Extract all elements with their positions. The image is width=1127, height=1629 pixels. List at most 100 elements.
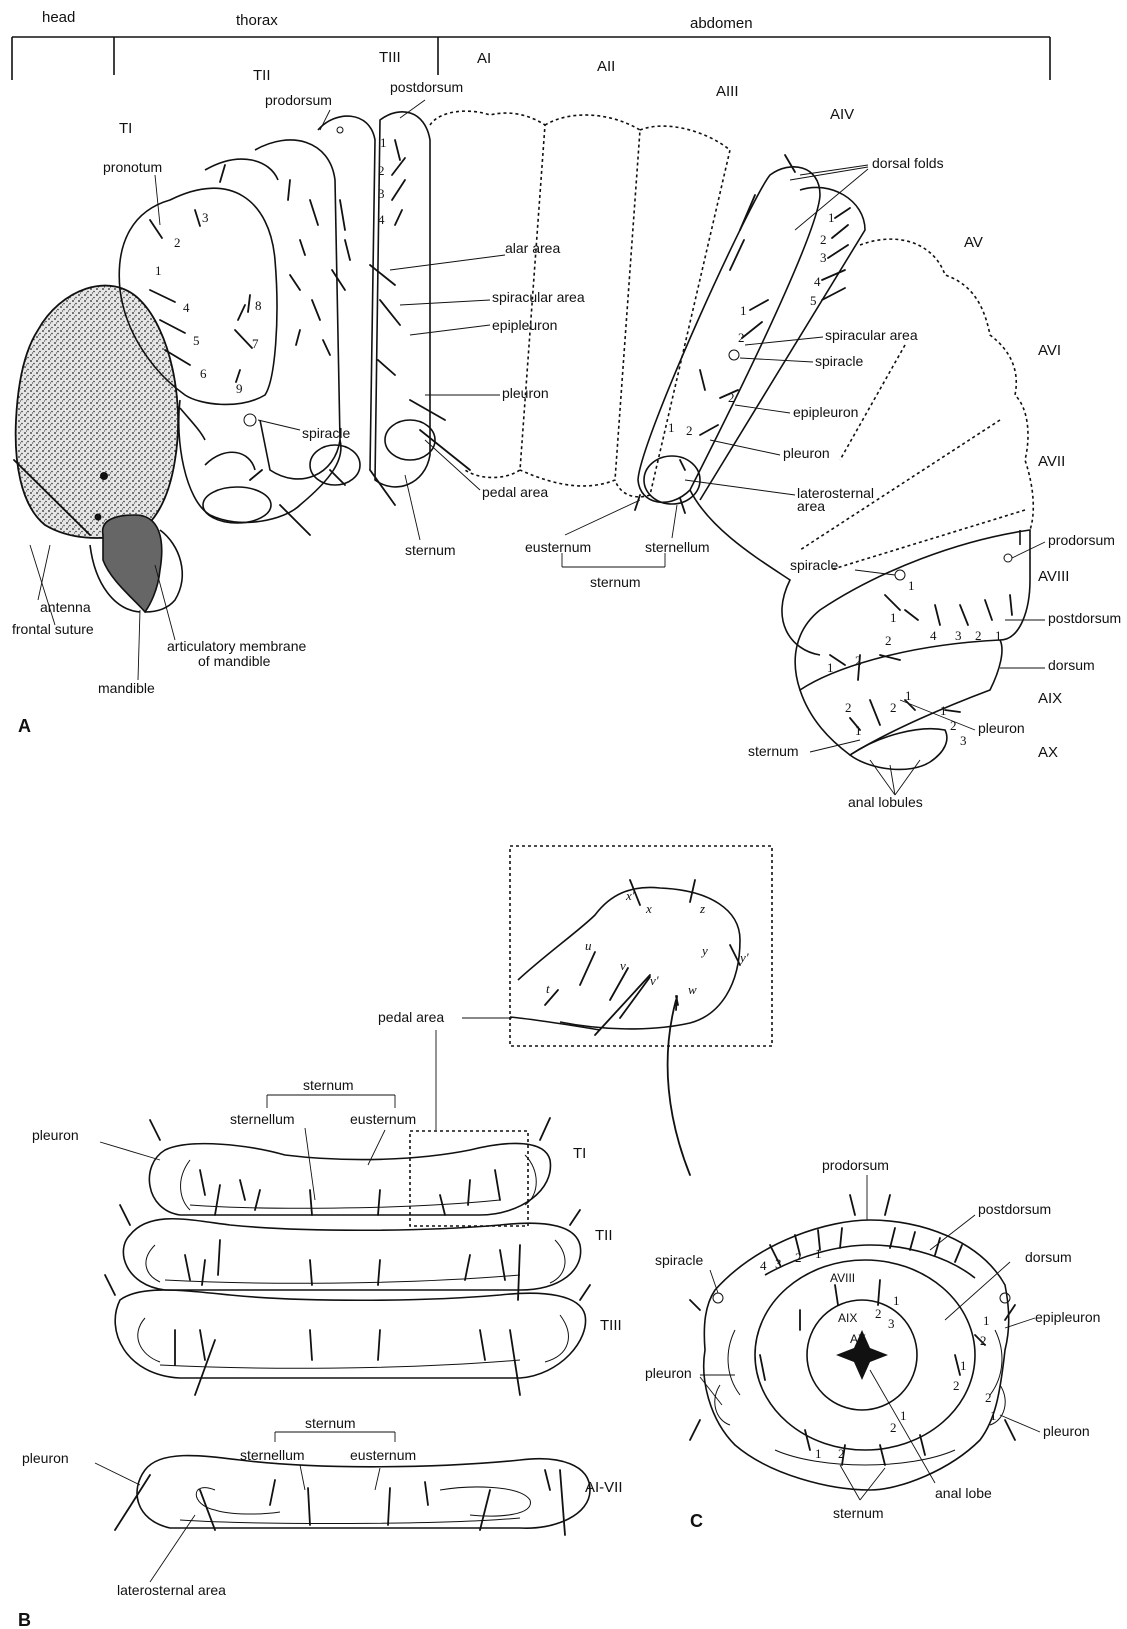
svg-text:x': x' (625, 888, 635, 903)
svg-text:1: 1 (893, 1293, 900, 1308)
a8-prodorsum-pore (1004, 554, 1012, 562)
c-pleuron-curve-l1 (728, 1330, 740, 1395)
c-sternum-line (775, 1450, 955, 1465)
svg-text:2: 2 (795, 1250, 802, 1265)
svg-text:2: 2 (855, 653, 862, 668)
c-label-pleuron-left: pleuron (645, 1365, 692, 1381)
label-b-eusternum-2: eusternum (350, 1447, 416, 1463)
svg-text:2: 2 (890, 700, 897, 715)
c-label-ax: AX (850, 1332, 866, 1346)
svg-text:3: 3 (820, 250, 827, 265)
svg-text:9: 9 (236, 381, 243, 396)
label-anal-lobules: anal lobules (848, 794, 923, 810)
label-dorsum: dorsum (1048, 657, 1095, 673)
svg-text:1: 1 (983, 1313, 990, 1328)
head-capsule (16, 286, 178, 538)
svg-text:2: 2 (738, 330, 745, 345)
label-b-t3: TIII (600, 1317, 622, 1334)
svg-text:2: 2 (875, 1306, 882, 1321)
region-abdomen-label: abdomen (690, 15, 753, 32)
label-prodorsum-2: prodorsum (1048, 532, 1115, 548)
segment-a5-outline (860, 239, 1033, 530)
seg-label-a9: AIX (1038, 690, 1062, 707)
svg-text:2: 2 (985, 1390, 992, 1405)
c-label-spiracle: spiracle (655, 1252, 703, 1268)
svg-text:1: 1 (890, 610, 897, 625)
pedal-area-t2 (310, 445, 360, 485)
label-sternum-3: sternum (748, 743, 799, 759)
label-postdorsum: postdorsum (390, 79, 463, 95)
ventral-segment-t1 (149, 1143, 550, 1215)
svg-text:1: 1 (815, 1446, 822, 1461)
seg-label-a8: AVIII (1038, 568, 1069, 585)
stemma-1 (100, 472, 108, 480)
svg-text:2: 2 (820, 232, 827, 247)
inset-setae (545, 880, 740, 1175)
svg-text:2: 2 (890, 1420, 897, 1435)
svg-text:4: 4 (760, 1258, 767, 1273)
label-sternum-2: sternum (590, 574, 641, 590)
label-sternellum: sternellum (645, 539, 710, 555)
svg-text:y': y' (738, 950, 749, 965)
label-b-t1: TI (573, 1145, 586, 1162)
svg-text:1: 1 (908, 578, 915, 593)
svg-text:x: x (645, 901, 652, 916)
label-alar-area: alar area (505, 240, 560, 256)
svg-text:2: 2 (980, 1333, 987, 1348)
svg-text:4: 4 (930, 628, 937, 643)
svg-text:2: 2 (953, 1378, 960, 1393)
svg-text:3: 3 (960, 733, 967, 748)
label-b-eusternum: eusternum (350, 1111, 416, 1127)
svg-text:t: t (546, 981, 550, 996)
svg-text:2: 2 (975, 628, 982, 643)
label-eusternum: eusternum (525, 539, 591, 555)
label-spiracle-1: spiracle (302, 425, 350, 441)
svg-text:3: 3 (955, 628, 962, 643)
a4-spiracle (729, 350, 739, 360)
svg-text:7: 7 (252, 336, 259, 351)
c-label-dorsum: dorsum (1025, 1249, 1072, 1265)
t2-pleural-curve-r (550, 1240, 565, 1283)
label-pedal-area: pedal area (482, 484, 548, 500)
label-laterosternal-2: area (797, 498, 825, 514)
seg-label-a3: AIII (716, 83, 739, 100)
label-epipleuron-2: epipleuron (793, 404, 858, 420)
svg-text:4: 4 (183, 300, 190, 315)
svg-text:1: 1 (855, 723, 862, 738)
laterosternal-outline-l (196, 1488, 280, 1514)
seg-label-t1: TI (119, 120, 132, 137)
seg-label-a5: AV (964, 234, 983, 251)
seg-label-a10: AX (1038, 744, 1058, 761)
a1-7-inner-line (180, 1518, 520, 1524)
label-b-t2: TII (595, 1227, 613, 1244)
label-pleuron-2: pleuron (783, 445, 830, 461)
t1-pleural-fold (180, 408, 205, 440)
thorax-inset-marker (410, 1131, 528, 1226)
c-setae (690, 1195, 1015, 1465)
c-label-sternum: sternum (833, 1505, 884, 1521)
t3-pleural-curve-l (138, 1318, 160, 1362)
label-b-pleuron-2: pleuron (22, 1450, 69, 1466)
panel-label-a: A (18, 716, 31, 736)
label-spiracle-2: spiracle (815, 353, 863, 369)
c-spiracle-l (713, 1293, 723, 1303)
seg-label-a2: AII (597, 58, 615, 75)
inset-pedal-area-outline (518, 887, 740, 1028)
region-thorax-label: thorax (236, 12, 278, 29)
svg-text:2: 2 (686, 423, 693, 438)
t1-spiracle (244, 414, 256, 426)
pedal-area-t1 (203, 487, 271, 523)
segment-a9 (800, 640, 1002, 755)
svg-text:8: 8 (255, 298, 262, 313)
svg-text:u: u (585, 938, 592, 953)
a4-laterosternal-area (644, 456, 700, 504)
svg-text:1: 1 (380, 135, 387, 150)
ventral-segment-t2 (123, 1219, 580, 1290)
label-pleuron-3: pleuron (978, 720, 1025, 736)
svg-text:1: 1 (155, 263, 162, 278)
t2-pleural-curve-l (146, 1245, 160, 1282)
svg-text:1: 1 (827, 660, 834, 675)
t3-pleural-curve-r (545, 1315, 568, 1362)
c-label-prodorsum: prodorsum (822, 1157, 889, 1173)
